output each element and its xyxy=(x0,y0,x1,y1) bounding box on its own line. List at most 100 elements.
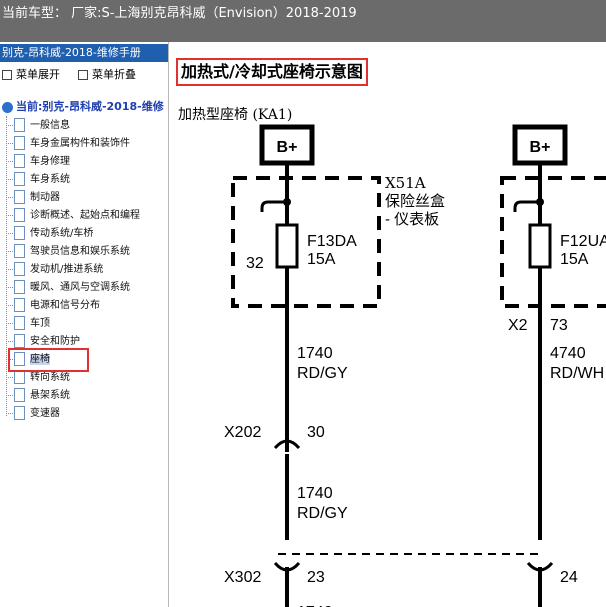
menu-collapse-button[interactable]: 菜单折叠 xyxy=(78,66,136,82)
tree-item-label: 安全和防护 xyxy=(30,336,80,347)
tree-item[interactable]: 车身修理 xyxy=(6,152,70,170)
tree-item-label: 电源和信号分布 xyxy=(30,300,100,311)
tree-item-label: 暖风、通风与空调系统 xyxy=(30,282,130,293)
connector-x202-label: X202 xyxy=(224,424,261,441)
tree-item-label: 座椅 xyxy=(30,354,50,365)
document-icon xyxy=(14,334,25,348)
diagram-subtitle: 加热型座椅 (KA1) xyxy=(178,107,293,123)
document-icon xyxy=(14,298,25,312)
fuse-name-right: F12UA xyxy=(560,233,606,250)
tree-item-label: 悬架系统 xyxy=(30,390,70,401)
tree-connector xyxy=(6,341,13,342)
tree-connector xyxy=(6,287,13,288)
battery-box-right xyxy=(512,124,568,166)
tree-item-label: 一般信息 xyxy=(30,120,70,131)
menu-expand-label: 菜单展开 xyxy=(16,68,60,81)
splice-hook-right xyxy=(513,200,540,212)
tree-item[interactable]: 传动系统/车桥 xyxy=(6,224,94,242)
connector-x302-arc-right xyxy=(526,561,554,572)
battery-label-right: B+ xyxy=(530,139,551,156)
tree-item-label: 车身修理 xyxy=(30,156,70,167)
fuse-box-name-line2: - 仪表板 xyxy=(385,210,439,228)
tree-item[interactable]: 车身系统 xyxy=(6,170,70,188)
wire1-circuit-right: 4740 xyxy=(550,345,586,362)
battery-box-left xyxy=(259,124,315,166)
document-icon xyxy=(14,406,25,420)
tree-item[interactable]: 发动机/推进系统 xyxy=(6,260,104,278)
selection-highlight xyxy=(8,348,89,372)
document-icon xyxy=(14,244,25,258)
tree-item[interactable]: 车身金属构件和装饰件 xyxy=(6,134,130,152)
tree-item[interactable]: 制动器 xyxy=(6,188,60,206)
tree-item-label: 传动系统/车桥 xyxy=(30,228,94,239)
tree-item[interactable]: 暖风、通风与空调系统 xyxy=(6,278,130,296)
tree-item[interactable]: 变速器 xyxy=(6,404,60,422)
battery-label-left: B+ xyxy=(277,139,298,156)
tree-item[interactable]: 电源和信号分布 xyxy=(6,296,100,314)
tree-item-label: 车顶 xyxy=(30,318,50,329)
connector-x302-label: X302 xyxy=(224,569,261,586)
page-title: 加热式/冷却式座椅示意图 xyxy=(176,58,368,86)
globe-icon xyxy=(2,101,13,113)
connector-x302-pin-left: 23 xyxy=(307,569,325,586)
document-icon xyxy=(14,352,25,366)
tree-item[interactable]: 悬架系统 xyxy=(6,386,70,404)
wire1-color-left: RD/GY xyxy=(297,365,348,382)
fuse-pin-left: 32 xyxy=(246,255,264,272)
splice-hook-left xyxy=(260,200,287,212)
fuse-name-left: F13DA xyxy=(307,233,357,250)
tree-connector xyxy=(6,197,13,198)
document-icon xyxy=(14,172,25,186)
main-content: 加热式/冷却式座椅示意图 加热型座椅 (KA1) B+ B+ X51A 保险丝盒… xyxy=(170,42,606,607)
tree-guide-line xyxy=(6,116,7,416)
wiring-diagram: B+ B+ X51A 保险丝盒 - 仪表板 F13DA 15A 32 1740 … xyxy=(224,124,606,607)
document-icon xyxy=(14,280,25,294)
fuse-rating-right: 15A xyxy=(560,251,589,268)
tree-root-label: 当前:别克-昂科威-2018-维修 xyxy=(16,100,164,113)
tree-item[interactable]: 车顶 xyxy=(6,314,50,332)
tree-connector xyxy=(6,323,13,324)
tree-connector xyxy=(6,161,13,162)
tree-connector xyxy=(6,413,13,414)
wire2-color-left: RD/GY xyxy=(297,505,348,522)
tree-connector xyxy=(6,377,13,378)
tree-item[interactable]: 安全和防护 xyxy=(6,332,80,350)
tree-item-label: 诊断概述、起始点和编程 xyxy=(30,210,140,221)
menu-collapse-label: 菜单折叠 xyxy=(92,68,136,81)
tree-connector xyxy=(6,269,13,270)
sidebar: 别克-昂科威-2018-维修手册 菜单展开 菜单折叠 当前:别克-昂科威-201… xyxy=(0,42,169,607)
fuse-box-code: X51A xyxy=(385,174,426,192)
connector-x2-label: X2 xyxy=(508,317,528,334)
tree-item[interactable]: 一般信息 xyxy=(6,116,70,134)
tree-item[interactable]: 驾驶员信息和娱乐系统 xyxy=(6,242,130,260)
tree-connector xyxy=(6,233,13,234)
document-icon xyxy=(14,208,25,222)
document-icon xyxy=(14,136,25,150)
document-icon xyxy=(14,154,25,168)
collapse-icon xyxy=(78,70,88,80)
expand-icon xyxy=(2,70,12,80)
tree-item-label: 变速器 xyxy=(30,408,60,419)
tree-connector xyxy=(6,215,13,216)
fuse-rating-left: 15A xyxy=(307,251,336,268)
wire1-color-right: RD/WH xyxy=(550,365,604,382)
connector-x302-pin-right: 24 xyxy=(560,569,578,586)
connector-x202-pin: 30 xyxy=(307,424,325,441)
tree-connector xyxy=(6,143,13,144)
document-icon xyxy=(14,226,25,240)
window-titlebar: 当前车型： 厂家:S-上海别克昂科威（Envision）2018-2019 xyxy=(0,0,606,42)
tree-item-label: 发动机/推进系统 xyxy=(30,264,104,275)
menu-expand-button[interactable]: 菜单展开 xyxy=(2,66,60,82)
manual-header-label: 别克-昂科威-2018-维修手册 xyxy=(2,46,141,59)
tree-item[interactable]: 诊断概述、起始点和编程 xyxy=(6,206,140,224)
tree-item-label: 制动器 xyxy=(30,192,60,203)
fuse-symbol-right xyxy=(528,223,552,269)
fuse-box-name-line1: 保险丝盒 xyxy=(385,193,445,210)
tree-connector xyxy=(6,179,13,180)
tree-connector xyxy=(6,395,13,396)
fuse-box-outline-left xyxy=(231,176,381,308)
manual-header: 别克-昂科威-2018-维修手册 xyxy=(0,44,168,62)
document-icon xyxy=(14,190,25,204)
tree-root[interactable]: 当前:别克-昂科威-2018-维修 xyxy=(2,98,164,114)
tree-connector xyxy=(6,125,13,126)
